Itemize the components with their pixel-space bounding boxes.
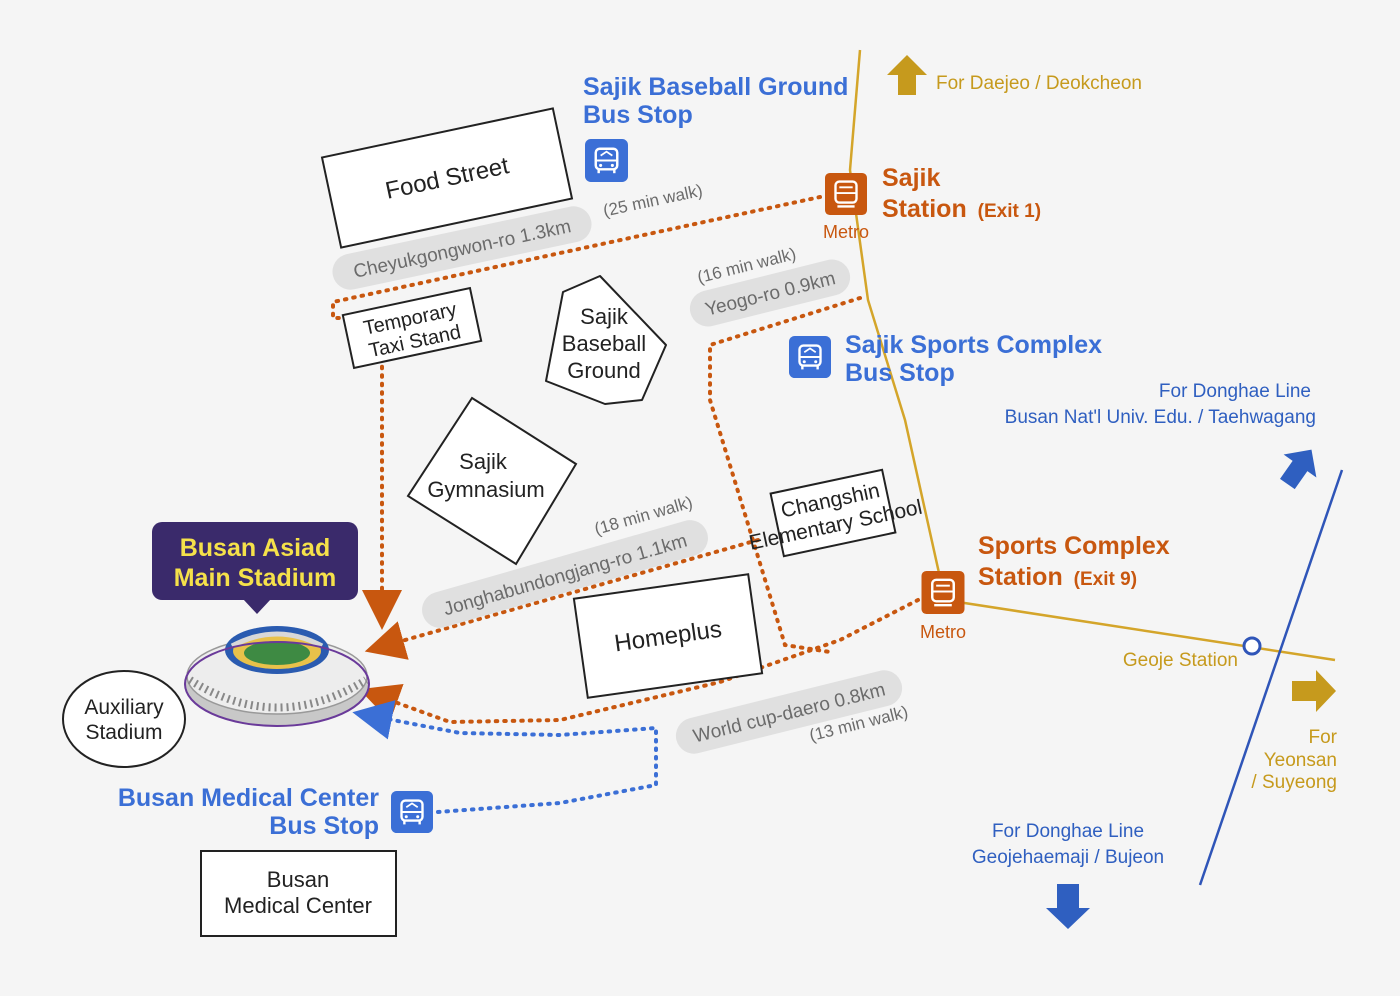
bus-stop-baseball-label-1: Sajik Baseball Ground xyxy=(583,73,848,101)
arrow-down-icon xyxy=(1046,884,1090,929)
sajik-metro-label: Metro xyxy=(823,222,869,242)
baseball-ground-label-2: Baseball xyxy=(562,331,646,356)
walk-time-cheyukgongwon-ro: (25 min walk) xyxy=(601,181,704,221)
route-yeogo-ro xyxy=(708,296,862,654)
sajik-station-name-1: Sajik xyxy=(882,164,940,192)
bus-icon xyxy=(391,791,433,833)
homeplus: Homeplus xyxy=(572,573,764,699)
direction-yeonsan-2: Yeonsan xyxy=(1264,750,1337,771)
baseball-ground-label-1: Sajik xyxy=(580,304,629,329)
auxiliary-stadium-label-1: Auxiliary xyxy=(84,696,164,719)
direction-donghae-south-1: For Donghae Line xyxy=(992,821,1144,842)
bus-stop-busan-medical-center[interactable]: Busan Medical Center Bus Stop xyxy=(118,784,433,840)
svg-text:Station (Exit 9): Station (Exit 9) xyxy=(978,563,1137,591)
sajik-station[interactable]: Metro Sajik Station (Exit 1) xyxy=(823,164,1041,242)
direction-daejeo: For Daejeo / Deokcheon xyxy=(936,73,1142,94)
svg-text:Station (Exit 1): Station (Exit 1) xyxy=(882,195,1041,223)
bus-stop-sajik-baseball-ground[interactable]: Sajik Baseball Ground Bus Stop xyxy=(583,73,848,182)
geoje-station-label: Geoje Station xyxy=(1123,650,1238,671)
stadium-badge-label-1: Busan Asiad xyxy=(180,534,331,562)
stadium-badge-label-2: Main Stadium xyxy=(174,564,337,592)
bus-stop-sports-label-1: Sajik Sports Complex xyxy=(845,331,1102,359)
gymnasium-label-2: Gymnasium xyxy=(427,477,544,502)
arrow-up-icon xyxy=(887,55,927,95)
temporary-taxi-stand: Temporary Taxi Stand xyxy=(341,286,483,370)
geoje-station-marker xyxy=(1242,636,1262,656)
metro-icon xyxy=(825,173,867,215)
medical-center-label-2: Medical Center xyxy=(224,893,372,918)
sajik-baseball-ground: Sajik Baseball Ground xyxy=(545,275,667,405)
bus-icon xyxy=(585,139,628,182)
direction-yeonsan-1: For xyxy=(1309,727,1338,748)
sajik-station-exit: (Exit 1) xyxy=(978,201,1041,222)
bus-stop-medical-label-2: Bus Stop xyxy=(269,812,379,840)
sports-metro-label: Metro xyxy=(920,622,966,642)
auxiliary-stadium: Auxiliary Stadium xyxy=(62,670,186,768)
food-street: Food Street xyxy=(320,107,574,249)
metro-icon xyxy=(921,571,965,614)
direction-donghae-south-2: Geojehaemaji / Bujeon xyxy=(972,847,1164,868)
route-cheyukgongwon-ro xyxy=(331,195,822,630)
bus-stop-baseball-label-2: Bus Stop xyxy=(583,101,693,129)
sports-complex-station[interactable]: Metro Sports Complex Station (Exit 9) xyxy=(920,532,1170,642)
arrow-northeast-icon xyxy=(1280,449,1317,490)
direction-donghae-north-2: Busan Nat'l Univ. Edu. / Taehwagang xyxy=(1005,407,1316,428)
sajik-gymnasium: Sajik Gymnasium xyxy=(406,396,578,566)
sports-station-exit: (Exit 9) xyxy=(1074,569,1137,590)
medical-center-label-1: Busan xyxy=(267,867,329,892)
sports-station-name-2: Station xyxy=(978,563,1063,591)
route-world-cup-daero xyxy=(359,598,920,725)
gymnasium-label-1: Sajik xyxy=(459,449,508,474)
bus-stop-sajik-sports-complex[interactable]: Sajik Sports Complex Bus Stop xyxy=(789,331,1102,387)
bus-stop-sports-label-2: Bus Stop xyxy=(845,359,955,387)
auxiliary-stadium-label-2: Stadium xyxy=(85,721,162,744)
direction-donghae-north-1: For Donghae Line xyxy=(1159,381,1311,402)
route-jonghabundongjang-ro xyxy=(364,538,760,660)
bus-icon xyxy=(789,336,831,378)
stadium-badge: Busan Asiad Main Stadium xyxy=(152,522,358,614)
busan-asiad-main-stadium xyxy=(184,626,370,727)
sports-station-name-1: Sports Complex xyxy=(978,532,1170,560)
baseball-ground-label-3: Ground xyxy=(567,358,640,383)
busan-medical-center: Busan Medical Center xyxy=(200,850,397,937)
metro-line-3 xyxy=(848,49,1336,662)
sajik-station-name-2: Station xyxy=(882,195,967,223)
donghae-line xyxy=(1198,469,1344,886)
changshin-elementary-school: Changshin Elementary School xyxy=(747,468,924,558)
bus-stop-medical-label-1: Busan Medical Center xyxy=(118,784,379,812)
direction-yeonsan-3: / Suyeong xyxy=(1251,772,1337,793)
arrow-right-icon xyxy=(1292,670,1336,712)
route-bus-medical-center xyxy=(352,700,658,814)
